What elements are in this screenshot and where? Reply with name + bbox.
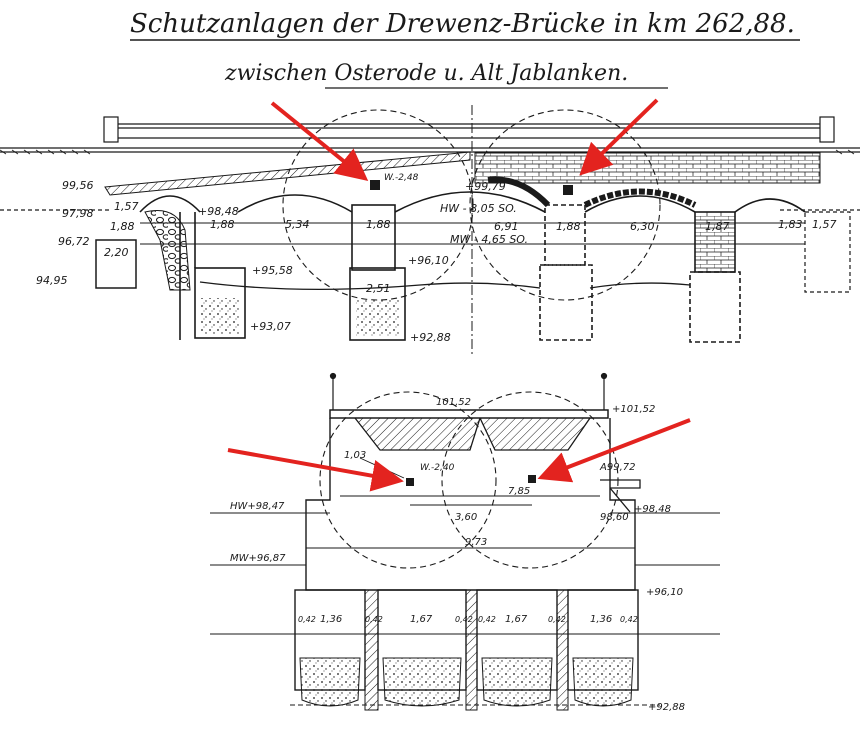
lamp-posts: [329, 372, 608, 410]
highlight-arrows: [227, 98, 691, 492]
svg-text:W.-2,40: W.-2,40: [420, 463, 455, 473]
elevation-railing: [103, 116, 835, 143]
svg-text:+98,48: +98,48: [634, 504, 671, 515]
svg-text:+96,10: +96,10: [646, 587, 683, 598]
masonry-upper-right: [474, 152, 821, 184]
elevation-ground: [0, 147, 860, 211]
svg-text:+98,48: +98,48: [198, 205, 239, 218]
svg-text:0,42: 0,42: [298, 615, 316, 624]
svg-text:94,95: 94,95: [36, 274, 68, 287]
svg-text:0,42: 0,42: [478, 615, 496, 624]
red-arrow-4: [537, 418, 691, 483]
svg-text:MW - 4,65 SO.: MW - 4,65 SO.: [450, 233, 528, 246]
drawing-title: Schutzanlagen der Drewenz-Brücke in km 2…: [130, 9, 795, 39]
svg-text:99,56: 99,56: [62, 179, 94, 192]
svg-text:1,83: 1,83: [778, 218, 803, 231]
elevation-labels: 99,56 97,98 96,72 94,95 1,57 1,88 2,20 1…: [36, 173, 837, 344]
svg-text:0,42: 0,42: [620, 615, 638, 624]
section-bracket: [600, 479, 641, 513]
section-chamber-right: [528, 475, 536, 483]
charge-chamber-left: [370, 180, 380, 190]
svg-text:98,60: 98,60: [600, 512, 629, 523]
svg-text:6,30: 6,30: [630, 220, 655, 233]
svg-text:+96,10: +96,10: [408, 254, 449, 267]
pier-foundation-fill-1: [200, 298, 240, 334]
svg-text:96,72: 96,72: [58, 235, 90, 248]
protection-circles-elevation: [282, 109, 661, 301]
section-trough: [354, 417, 591, 451]
svg-text:101,52: 101,52: [436, 397, 471, 408]
section-chamber-left: [406, 478, 414, 486]
svg-text:+99,79: +99,79: [465, 180, 506, 193]
svg-text:9,73: 9,73: [465, 537, 487, 548]
left-abutment: [95, 239, 137, 289]
svg-text:HW - 8,05 SO.: HW - 8,05 SO.: [440, 202, 517, 215]
svg-text:1,57: 1,57: [114, 200, 139, 213]
svg-text:A99,72: A99,72: [599, 462, 635, 473]
svg-text:97,98: 97,98: [62, 207, 94, 220]
svg-text:1,03: 1,03: [344, 450, 366, 461]
charge-chamber-right: [563, 185, 573, 195]
svg-text:W.-2,48: W.-2,48: [384, 173, 419, 183]
pile-fill: [299, 657, 634, 707]
svg-text:5,34: 5,34: [285, 218, 310, 231]
svg-text:1,88: 1,88: [556, 220, 581, 233]
svg-text:+92,88: +92,88: [410, 331, 451, 344]
svg-text:1,67: 1,67: [505, 614, 528, 625]
red-arrow-2: [579, 98, 659, 176]
pier-foundation-fill-2: [356, 300, 400, 336]
svg-text:+95,58: +95,58: [252, 264, 293, 277]
svg-text:HW+98,47: HW+98,47: [230, 501, 285, 512]
svg-text:7,85: 7,85: [508, 486, 530, 497]
elevation-piers: [179, 204, 741, 343]
svg-text:2,51: 2,51: [366, 282, 391, 295]
svg-text:1,36: 1,36: [320, 614, 342, 625]
right-abutment: [804, 211, 851, 293]
svg-text:1,88: 1,88: [110, 220, 135, 233]
pile-walls: [364, 589, 569, 711]
section-labels: 101,52 +101,52 1,03 W.-2,40 A99,72 7,85 …: [230, 397, 685, 713]
svg-text:1,57: 1,57: [812, 218, 837, 231]
svg-text:1,67: 1,67: [410, 614, 433, 625]
svg-text:1,36: 1,36: [590, 614, 612, 625]
svg-text:0,42: 0,42: [365, 615, 383, 624]
svg-text:0,42: 0,42: [455, 615, 473, 624]
drawing-subtitle: zwischen Osterode u. Alt Jablanken.: [224, 61, 628, 86]
svg-text:1,88: 1,88: [366, 218, 391, 231]
svg-text:2,20: 2,20: [104, 246, 129, 259]
red-arrow-3: [227, 448, 404, 492]
red-arrow-1: [270, 101, 369, 182]
svg-text:+101,52: +101,52: [612, 404, 655, 415]
svg-text:6,91: 6,91: [494, 220, 519, 233]
elevation-view: 99,56 97,98 96,72 94,95 1,57 1,88 2,20 1…: [0, 105, 860, 355]
stone-fill-left: [144, 210, 191, 291]
cross-section-view: 101,52 +101,52 1,03 W.-2,40 A99,72 7,85 …: [210, 372, 720, 713]
elevation-arches: [139, 176, 806, 213]
svg-text:+93,07: +93,07: [250, 320, 291, 333]
svg-text:3,60: 3,60: [455, 512, 477, 523]
svg-text:1,87: 1,87: [705, 220, 730, 233]
svg-text:0,42: 0,42: [548, 615, 566, 624]
svg-text:MW+96,87: MW+96,87: [230, 553, 286, 564]
river-bed-line: [199, 281, 691, 290]
svg-text:1,88: 1,88: [210, 218, 235, 231]
svg-text:+92,88: +92,88: [648, 702, 685, 713]
